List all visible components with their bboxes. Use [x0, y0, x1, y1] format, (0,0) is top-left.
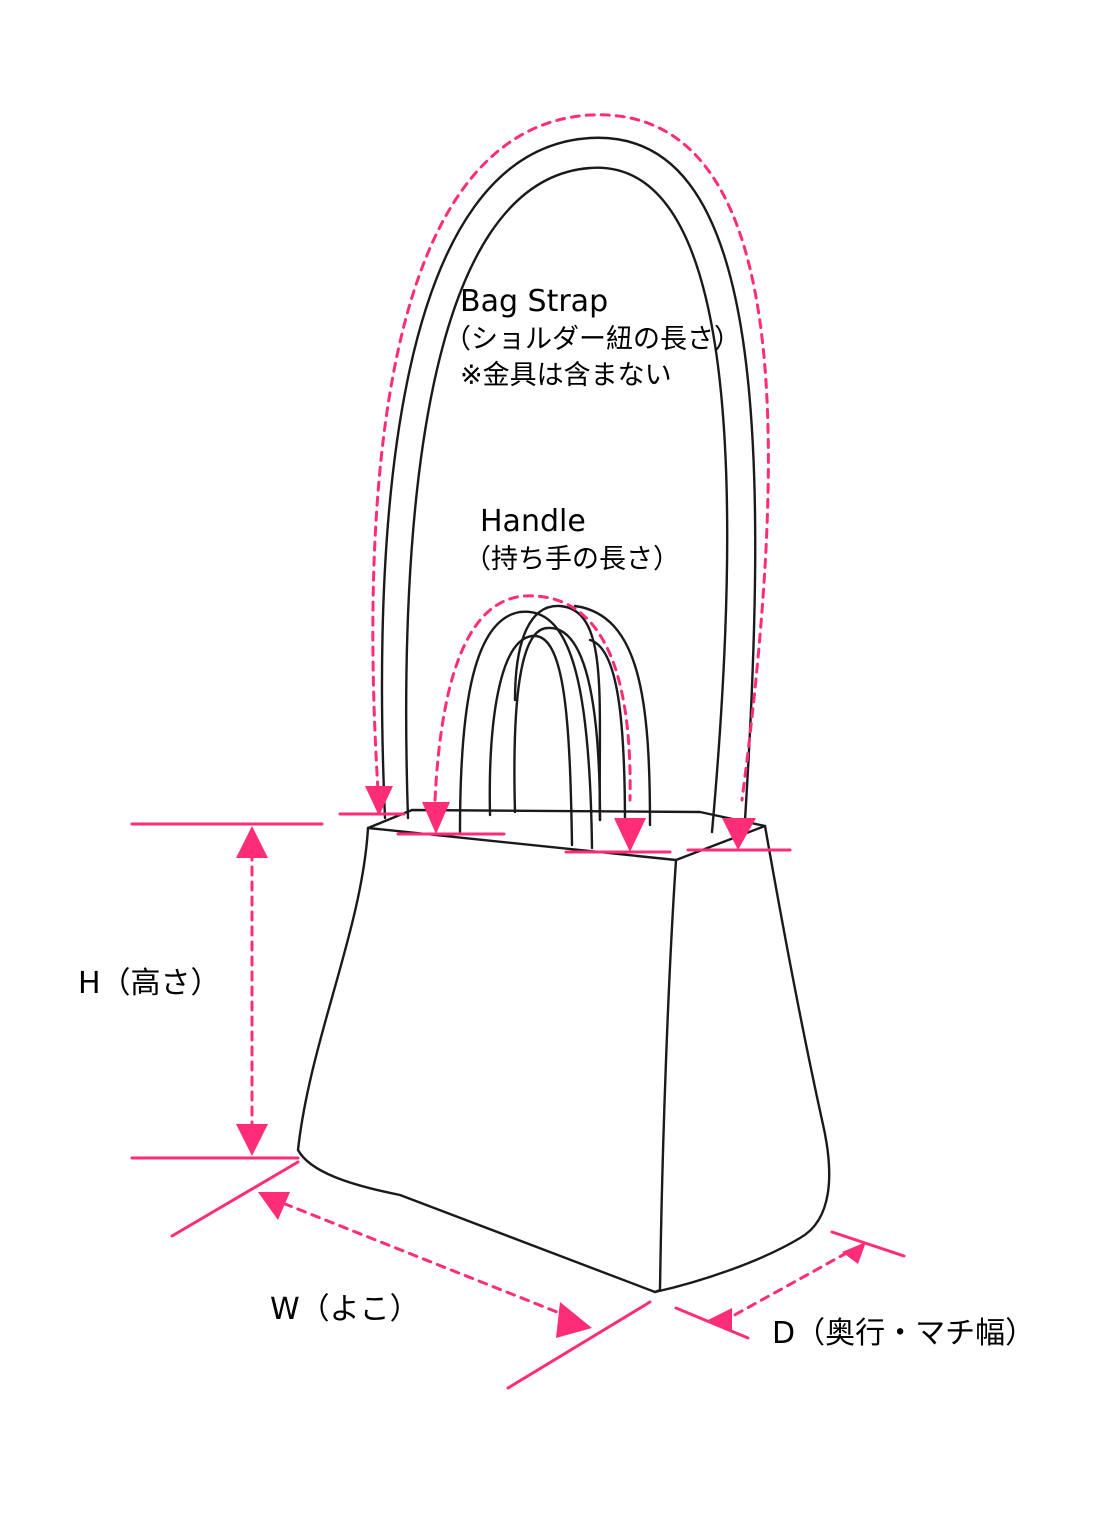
- width-label: W（よこ）: [270, 1292, 420, 1327]
- width-left-arrow: [258, 1192, 290, 1220]
- depth-left-arrow: [708, 1308, 732, 1332]
- width-left-line: [170, 1160, 300, 1238]
- strap-note-hardware: ※金具は含まない: [460, 360, 672, 391]
- handle-length-guide: [433, 594, 632, 802]
- handle-title: Handle: [480, 504, 586, 539]
- height-label: H（高さ）: [78, 966, 221, 1001]
- bag-side-face: [653, 824, 831, 1294]
- arrowheads: [236, 786, 866, 1338]
- handle-back-right: [573, 604, 652, 827]
- bag-front-face: [296, 826, 678, 1294]
- handle-note: （持ち手の長さ）: [464, 544, 680, 575]
- height-bottom-arrow: [236, 1124, 268, 1156]
- strap-left-arrow: [365, 786, 393, 816]
- handle-front-inner: [488, 634, 574, 847]
- width-guide: [268, 1196, 574, 1320]
- shoulder-strap-inner: [404, 166, 729, 834]
- handle-back: [513, 626, 602, 822]
- handle-right-arrow: [614, 818, 646, 852]
- width-right-line: [506, 1300, 652, 1390]
- depth-right-line: [830, 1230, 906, 1258]
- strap-note-length: （ショルダー紐の長さ）: [444, 324, 741, 355]
- handle-back-right-inner: [588, 638, 627, 827]
- depth-label: D（奥行・マチ幅）: [772, 1316, 1036, 1351]
- depth-left-line: [674, 1306, 750, 1340]
- handle-left-arrow: [422, 802, 450, 834]
- width-right-arrow: [556, 1302, 592, 1338]
- strap-length-guide: [371, 113, 770, 802]
- handle-front: [458, 610, 594, 850]
- height-top-arrow: [236, 826, 268, 858]
- shoulder-strap: [380, 136, 757, 822]
- strap-right-arrow: [722, 818, 756, 850]
- dimension-guides: [130, 113, 906, 1390]
- depth-right-arrow: [842, 1242, 866, 1264]
- handle-back-inner: [513, 604, 602, 822]
- depth-guide: [720, 1248, 854, 1324]
- strap-title: Bag Strap: [460, 284, 609, 319]
